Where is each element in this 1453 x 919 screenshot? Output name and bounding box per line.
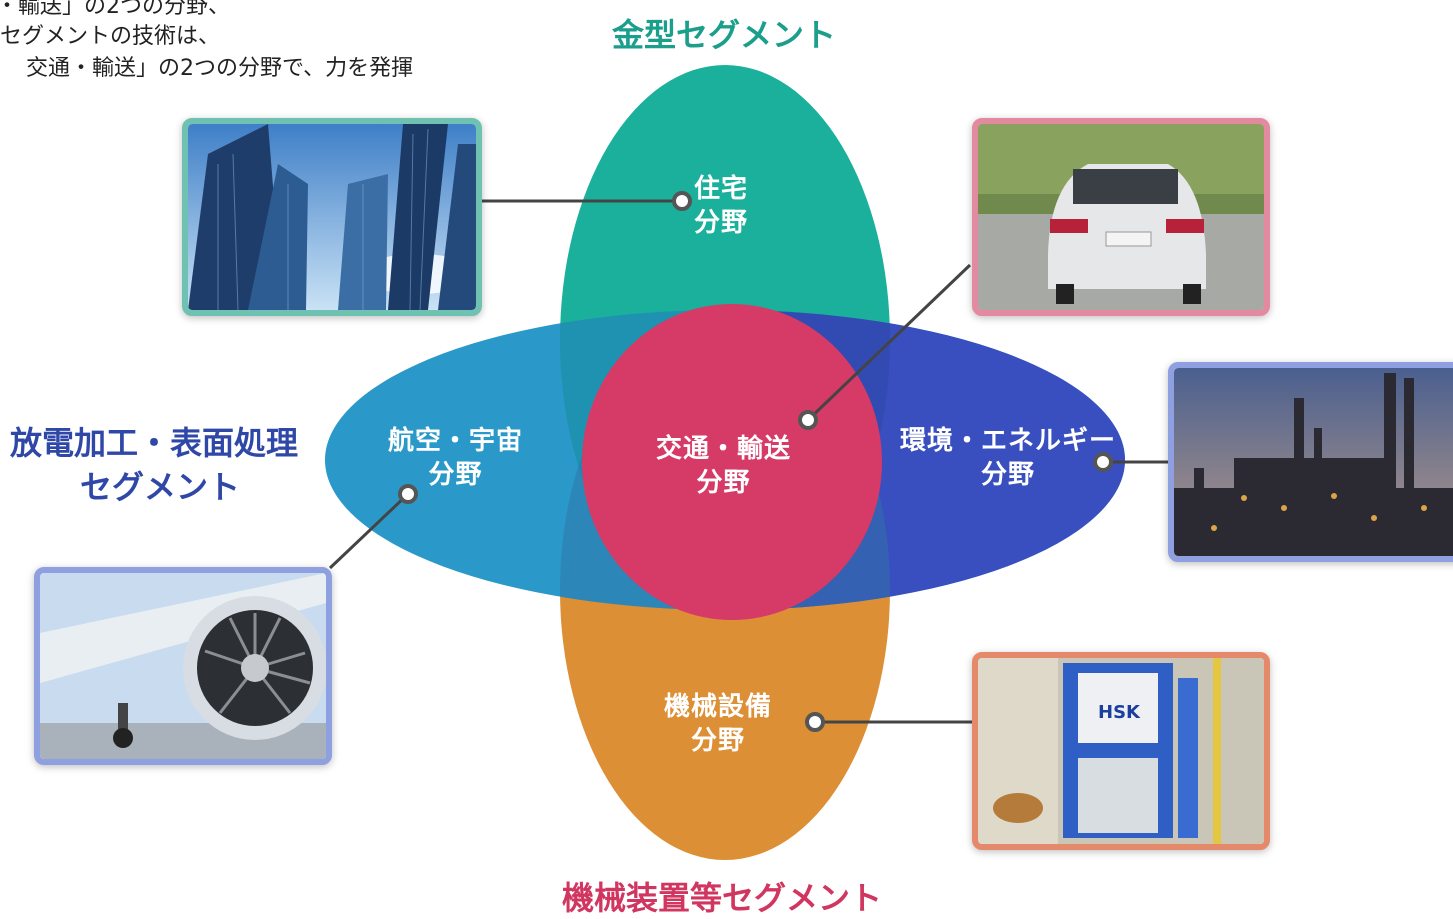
field-machine-suffix: 分野 <box>691 726 746 756</box>
field-aerospace-suffix: 分野 <box>428 460 483 490</box>
segment-title-edm-line1: 放電加工・表面処理 <box>10 424 299 462</box>
car-photo <box>972 118 1270 316</box>
machine-logo: HSK <box>1098 702 1141 723</box>
field-label-housing: 住宅 分野 <box>694 172 748 240</box>
factory-photo <box>1168 362 1453 562</box>
segment-title-mold: 金型セグメント <box>612 16 837 54</box>
segment-title-edm-line2: セグメント <box>80 468 241 506</box>
building-photo <box>182 118 482 316</box>
field-transport-name: 交通・輸送 <box>656 434 792 464</box>
connector-dot-aerospace <box>398 484 418 504</box>
field-energy-suffix: 分野 <box>981 460 1036 490</box>
intro-line-3: 交通・輸送」の2つの分野で、力を発揮 <box>26 56 414 81</box>
connector-dot-housing <box>672 191 692 211</box>
connector-dot-machine <box>805 712 825 732</box>
field-energy-name: 環境・エネルギー <box>900 426 1117 456</box>
field-housing-suffix: 分野 <box>694 208 749 238</box>
field-label-energy: 環境・エネルギー 分野 <box>900 424 1116 492</box>
machine-photo: HSK <box>972 652 1270 850</box>
field-transport-suffix: 分野 <box>696 468 751 498</box>
ellipse-transport-center <box>582 304 882 620</box>
field-aerospace-name: 航空・宇宙 <box>388 426 524 456</box>
intro-line-1: ・輸送」の2つの分野、 <box>0 0 230 19</box>
field-label-aerospace: 航空・宇宙 分野 <box>388 424 523 492</box>
connector-dot-energy <box>1093 452 1113 472</box>
connector-dot-transport <box>798 410 818 430</box>
jet-engine-photo <box>34 567 332 765</box>
field-housing-name: 住宅 <box>694 174 749 204</box>
field-label-machine: 機械設備 分野 <box>664 690 772 758</box>
field-machine-name: 機械設備 <box>664 692 773 722</box>
intro-line-2: セグメントの技術は、 <box>0 24 221 49</box>
field-label-transport: 交通・輸送 分野 <box>656 432 791 500</box>
